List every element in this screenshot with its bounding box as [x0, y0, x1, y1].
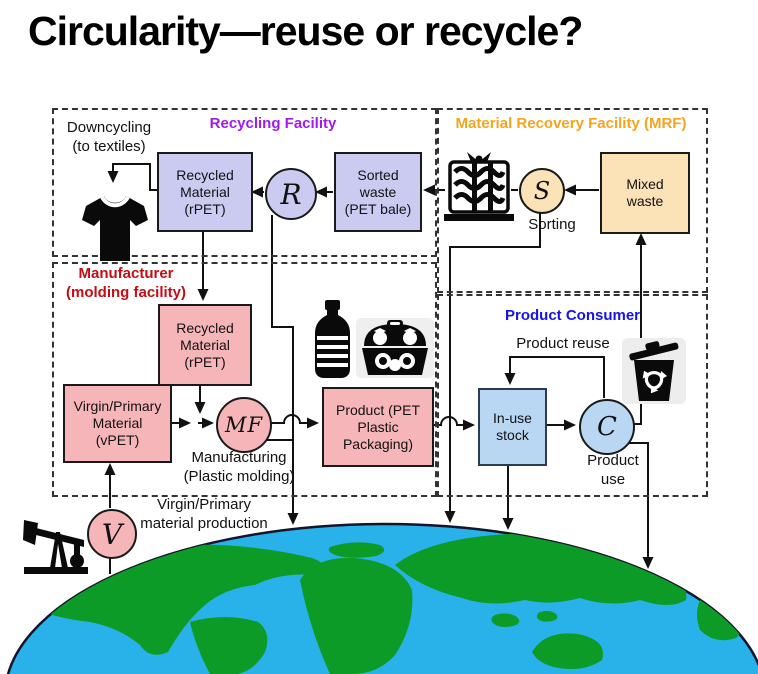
box-line: Recycled: [176, 319, 234, 336]
food-container-icon: [356, 318, 434, 378]
plastic-bottle-icon: [315, 300, 350, 378]
waste-bale-icon: [444, 152, 514, 221]
manufacturer-title: Manufacturer (molding facility): [46, 264, 206, 302]
box-line: Material: [92, 415, 143, 431]
box-line: Packaging): [342, 435, 414, 452]
label-line: (to textiles): [72, 138, 146, 155]
box-line: Recycled: [176, 166, 234, 183]
product-consumer-title: Product Consumer: [504, 307, 640, 324]
box-product-pet-packaging: Product (PET Plastic Packaging): [322, 387, 434, 467]
process-circle-virgin-production: V: [87, 509, 137, 559]
box-line: Plastic: [357, 418, 399, 435]
product-reuse-label: Product reuse: [516, 335, 610, 352]
box-line: (vPET): [95, 432, 140, 448]
box-sorted-waste: Sorted waste (PET bale): [334, 152, 422, 232]
region-manufacturer: [52, 262, 437, 497]
flow-connectors: [104, 163, 654, 574]
region-product-consumer: [437, 294, 708, 497]
tshirt-icon: [82, 193, 148, 261]
box-in-use-stock: In-use stock: [478, 388, 547, 466]
box-line: Product (PET: [335, 401, 421, 418]
box-line: (PET bale): [344, 200, 412, 217]
box-line: stock: [496, 427, 529, 443]
box-virgin-primary-material: Virgin/Primary Material (vPET): [63, 384, 172, 463]
manufacturing-label: Manufacturing (Plastic molding): [168, 448, 310, 486]
label-line: use: [600, 471, 626, 488]
box-mixed-waste: Mixed waste: [600, 152, 690, 234]
recycling-facility-title: Recycling Facility: [209, 115, 337, 132]
manufacturer-title-line1: Manufacturer: [78, 265, 174, 282]
label-line: Manufacturing: [191, 449, 287, 466]
box-recycled-material-rpet-manufacturer: Recycled Material (rPET): [158, 304, 252, 386]
recycle-bin-icon: [622, 338, 686, 404]
label-line: Downcycling: [66, 119, 152, 136]
process-circle-consumption: C: [579, 399, 635, 455]
box-recycled-material-rpet-recycling: Recycled Material (rPET): [157, 152, 253, 232]
process-circle-manufacturing: MF: [216, 397, 272, 453]
box-line: waste: [359, 183, 397, 200]
oil-pumpjack-icon: [23, 520, 88, 574]
process-circle-sorting: S: [519, 168, 565, 214]
page-title: Circularity—reuse or recycle?: [28, 8, 583, 54]
region-mrf: [437, 108, 708, 293]
box-line: Material: [180, 183, 230, 200]
region-recycling-facility: [52, 108, 437, 257]
mrf-title: Material Recovery Facility (MRF): [455, 115, 687, 132]
box-line: Material: [180, 336, 230, 353]
box-line: Sorted: [357, 166, 399, 183]
box-line: (rPET): [184, 200, 226, 217]
label-line: Virgin/Primary: [157, 496, 251, 513]
manufacturer-title-line2: (molding facility): [66, 284, 186, 301]
label-line: Product: [587, 452, 639, 469]
downcycling-label: Downcycling (to textiles): [50, 118, 168, 156]
box-line: (rPET): [184, 353, 226, 370]
sorting-label: Sorting: [528, 216, 576, 233]
box-line: Mixed: [626, 176, 664, 192]
product-use-label: Product use: [572, 451, 654, 489]
label-line: material production: [140, 515, 268, 532]
process-circle-recycling: R: [265, 168, 317, 220]
label-line: (Plastic molding): [183, 468, 295, 485]
box-line: Virgin/Primary: [73, 398, 162, 414]
box-line: waste: [626, 193, 664, 209]
box-line: In-use: [493, 410, 532, 426]
virgin-production-label: Virgin/Primary material production: [128, 495, 280, 533]
